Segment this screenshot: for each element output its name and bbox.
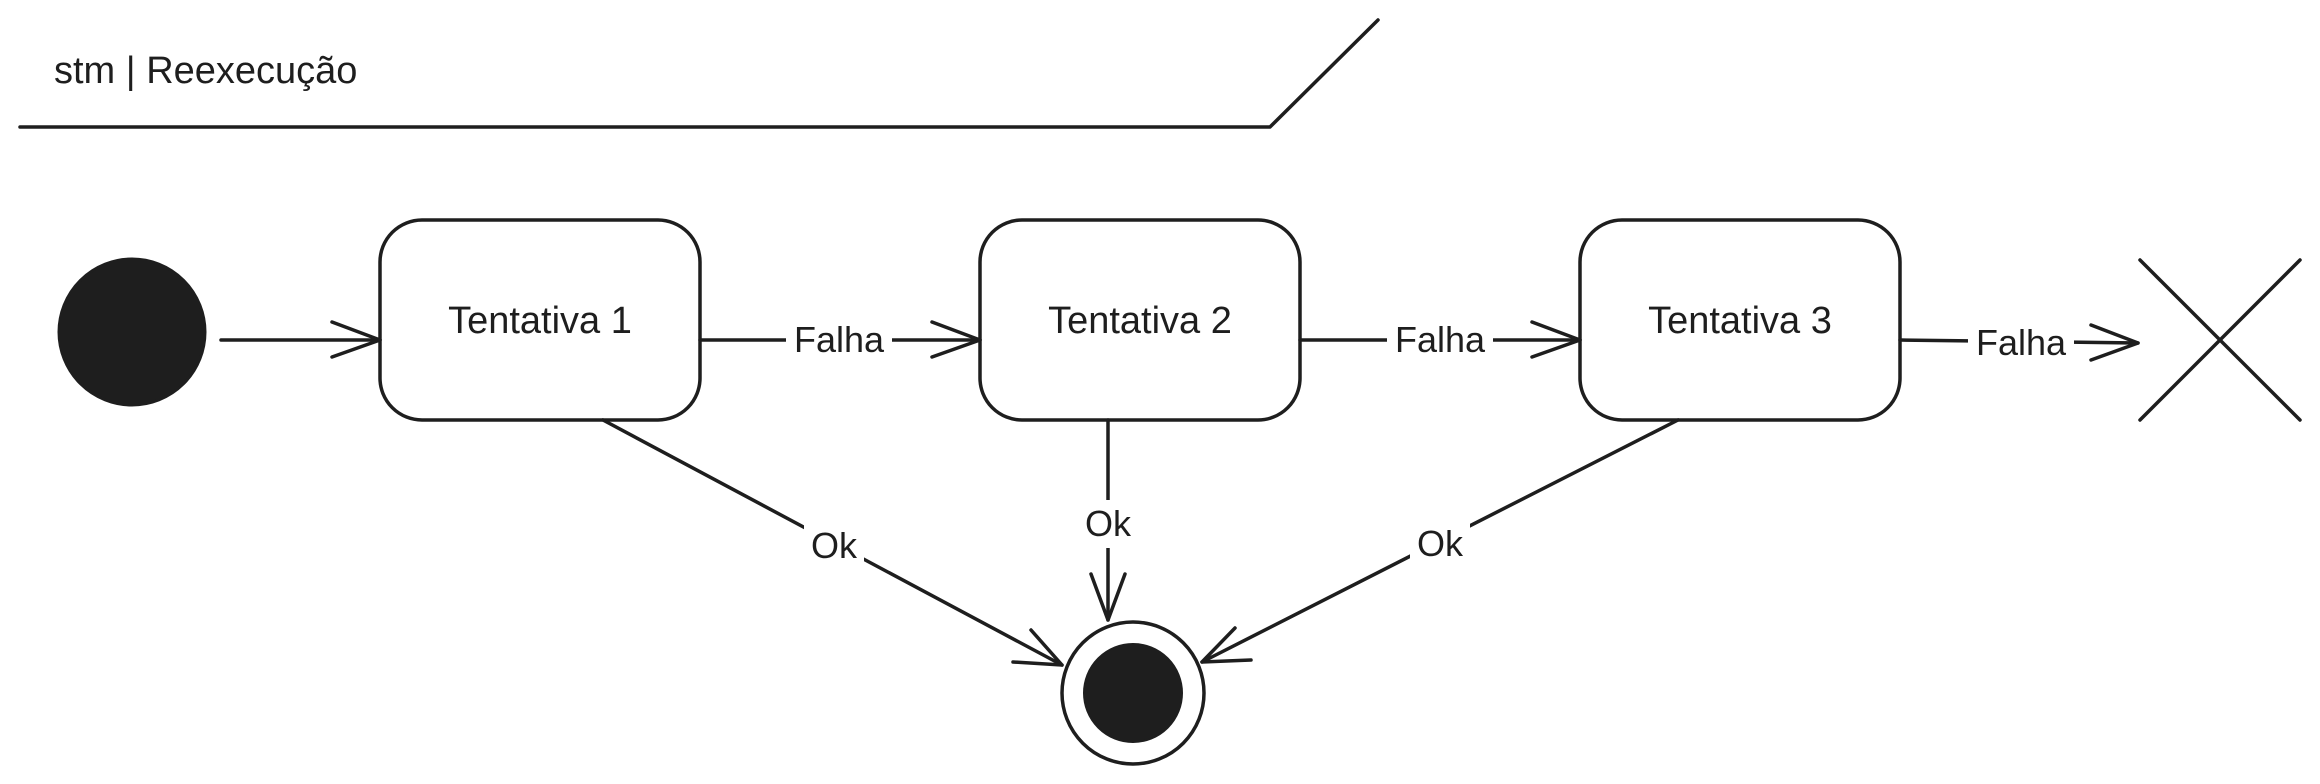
initial-state	[57, 257, 207, 407]
transition-label: Ok	[811, 525, 858, 566]
transition-initial-to-tentativa-1	[219, 320, 382, 359]
transition-label: Falha	[1976, 322, 2067, 363]
state-tentativa-1: Tentativa 1	[378, 218, 702, 422]
transition-tentativa-3-to-final: Ok	[1200, 418, 1680, 664]
frame-header: stm | Reexecução	[18, 18, 1380, 129]
state-tentativa-3: Tentativa 3	[1578, 218, 1902, 422]
arrowhead	[1530, 320, 1582, 359]
transition-label: Ok	[1085, 503, 1132, 544]
arrowhead	[1011, 628, 1064, 667]
transition-label: Ok	[1417, 523, 1464, 564]
terminate-state	[2138, 258, 2302, 422]
state-tentativa-2: Tentativa 2	[978, 218, 1302, 422]
transition-tentativa-3-to-terminate: Falha	[1898, 317, 2140, 365]
arrowhead	[1200, 626, 1253, 664]
arrowhead	[2089, 323, 2140, 362]
frame-title: stm | Reexecução	[54, 50, 357, 92]
transition-label: Falha	[794, 319, 885, 360]
arrowhead	[1089, 572, 1127, 622]
transition-tentativa-1-to-tentativa-2: Falha	[698, 314, 982, 362]
state-label: Tentativa 1	[448, 300, 632, 342]
frame-header-border	[18, 18, 1380, 129]
transition-tentativa-2-to-final: Ok	[1078, 418, 1138, 622]
transition-tentativa-1-to-final: Ok	[601, 418, 1064, 667]
transition-tentativa-2-to-tentativa-3: Falha	[1298, 314, 1582, 362]
arrowhead	[930, 320, 982, 359]
state-label: Tentativa 2	[1048, 300, 1232, 342]
state-label: Tentativa 3	[1648, 300, 1832, 342]
transition-label: Falha	[1395, 319, 1486, 360]
final-state	[1060, 620, 1206, 766]
